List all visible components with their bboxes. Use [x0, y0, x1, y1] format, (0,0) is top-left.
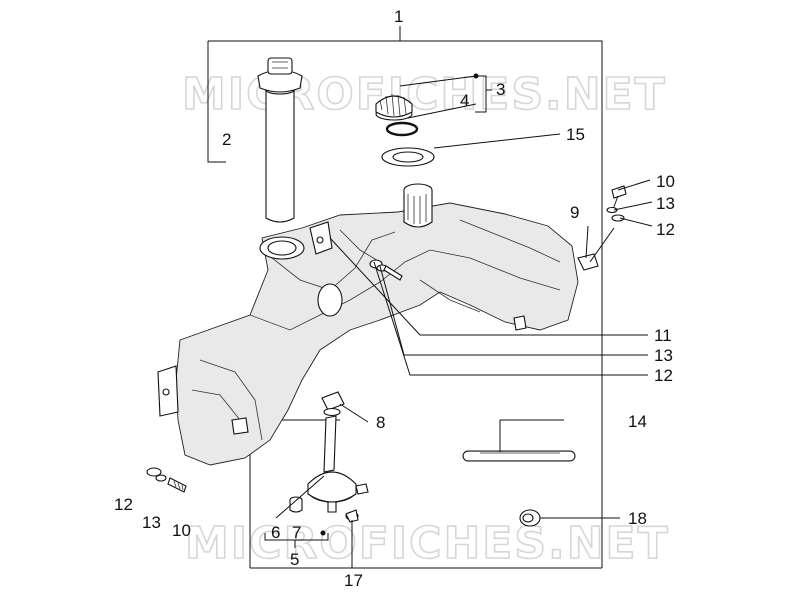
part-18-grommet — [519, 509, 541, 527]
callout-3: 3 — [496, 80, 505, 99]
part-4-o-ring — [385, 121, 419, 137]
callout-labels: 1 2 3 4 15 9 10 13 12 11 13 12 8 14 18 1… — [114, 7, 675, 590]
part-12-washer-right — [611, 214, 625, 222]
callout-13-center: 13 — [654, 346, 673, 365]
callout-10-left: 10 — [172, 521, 191, 540]
bracket-dots — [320, 73, 479, 536]
callout-12-left: 12 — [114, 495, 133, 514]
callout-4: 4 — [460, 91, 469, 110]
callout-12-right: 12 — [656, 220, 675, 239]
callout-1: 1 — [394, 7, 403, 26]
callout-14: 14 — [628, 412, 647, 431]
callout-2: 2 — [222, 130, 231, 149]
callout-11: 11 — [654, 326, 672, 345]
callout-10-right: 10 — [656, 172, 675, 191]
callout-12-center: 12 — [654, 366, 673, 385]
part-17-hose-clip — [345, 509, 359, 523]
part-3-fuel-cap — [375, 93, 413, 121]
part-8-clamp-and-hose — [321, 391, 345, 473]
callout-13-right: 13 — [656, 194, 675, 213]
callout-6: 6 — [271, 523, 280, 542]
leader-lines — [275, 75, 653, 568]
watermark-bottom: MICROFICHES.NET — [185, 518, 670, 569]
callout-13-left: 13 — [142, 513, 161, 532]
callout-9: 9 — [570, 203, 579, 222]
part-left-fastener-set — [146, 467, 187, 493]
part-center-bolt-set — [369, 259, 403, 281]
part-13-washer-right — [606, 206, 618, 214]
callout-17: 17 — [344, 571, 363, 590]
part-2-fuel-level-sender — [257, 57, 303, 223]
part-6-fuel-valve — [307, 471, 369, 513]
callout-15: 15 — [566, 125, 585, 144]
watermark-top: MICROFICHES.NET — [182, 69, 667, 120]
callout-5: 5 — [290, 550, 299, 569]
fuel-tank-body — [157, 183, 599, 466]
callout-8: 8 — [376, 413, 385, 432]
part-15-gasket — [381, 147, 435, 167]
part-14-breather-hose — [462, 450, 576, 462]
callout-7: 7 — [292, 523, 301, 542]
callout-18: 18 — [628, 509, 647, 528]
